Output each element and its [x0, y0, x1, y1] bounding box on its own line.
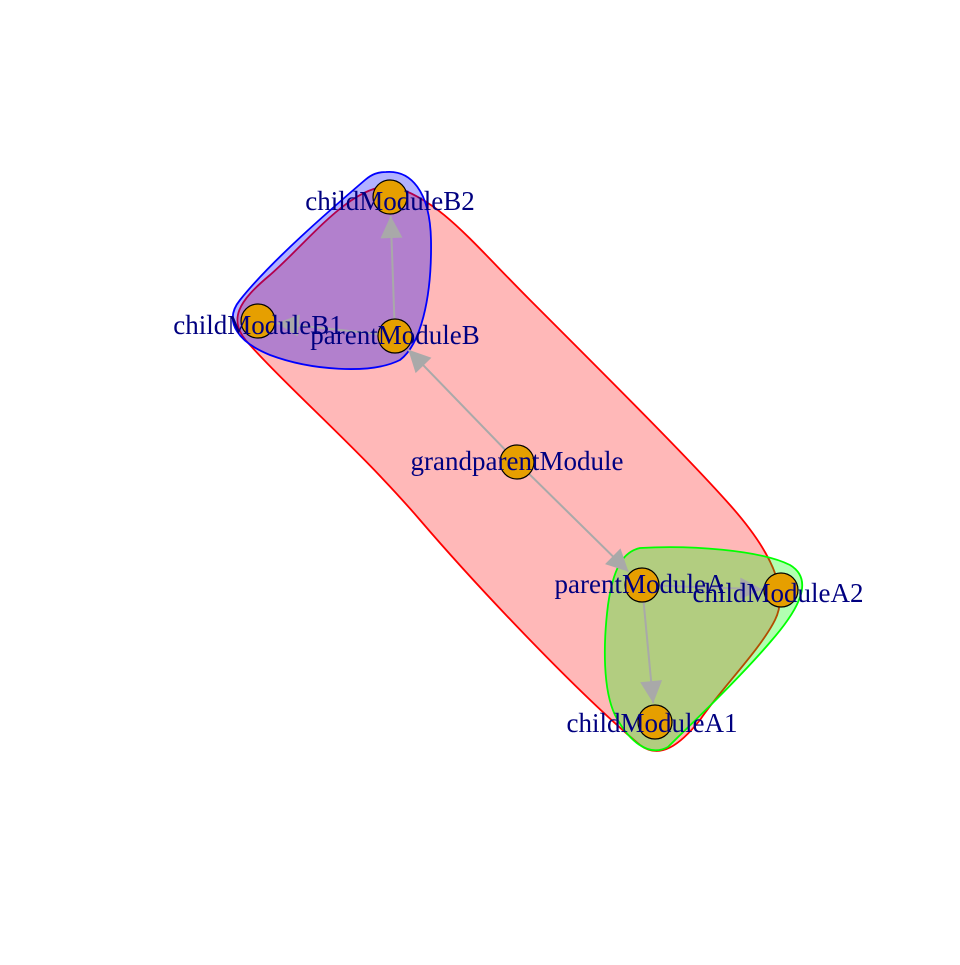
node-childModuleA2[interactable] [763, 572, 799, 608]
node-layer [240, 179, 799, 740]
node-label-parentModuleA: parentModuleA [555, 569, 726, 599]
node-childModuleB1[interactable] [240, 303, 276, 339]
node-label-childModuleA1: childModuleA1 [567, 708, 738, 738]
edge-layer [276, 215, 763, 704]
label-layer: grandparentModuleparentModuleBchildModul… [173, 186, 863, 738]
node-label-childModuleB2: childModuleB2 [305, 186, 475, 216]
node-grandparentModule[interactable] [499, 444, 535, 480]
node-label-childModuleA2: childModuleA2 [693, 578, 864, 608]
edge-parentModuleB-to-childModuleB1 [276, 314, 379, 337]
node-label-parentModuleB: parentModuleB [310, 320, 479, 350]
node-parentModuleA[interactable] [624, 567, 660, 603]
node-label-grandparentModule: grandparentModule [411, 446, 624, 476]
edge-grandparentModule-to-parentModuleB [407, 348, 506, 451]
node-label-childModuleB1: childModuleB1 [173, 310, 343, 340]
edge-parentModuleA-to-childModuleA1 [640, 601, 663, 704]
edge-parentModuleA-to-childModuleA2 [658, 577, 763, 600]
edge-parentModuleB-to-childModuleB2 [380, 215, 403, 320]
node-childModuleB2[interactable] [372, 179, 408, 215]
node-childModuleA1[interactable] [637, 704, 673, 740]
edge-grandparentModule-to-parentModuleA [528, 473, 630, 573]
node-parentModuleB[interactable] [377, 318, 413, 354]
